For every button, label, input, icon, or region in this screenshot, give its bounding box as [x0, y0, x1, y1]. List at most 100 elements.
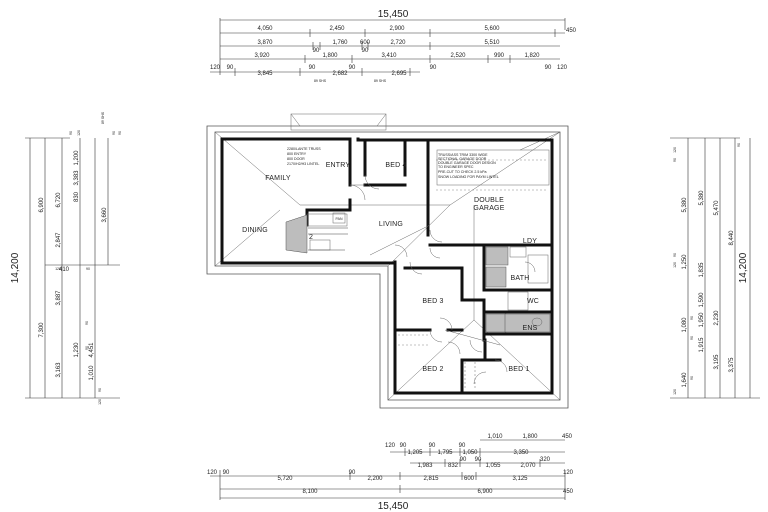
bottom-dim-row1-1: 1,010	[487, 434, 503, 440]
roof-outline	[206, 113, 569, 409]
left-dim-4: 1,200	[74, 150, 80, 166]
bottom-dim-row2-small-4: 90	[459, 443, 466, 449]
bottom-dim-row3-3: 1,055	[485, 463, 501, 469]
bottom-dim-row1-2: 1,800	[522, 434, 538, 440]
top-dim-row2-small-2: 90	[362, 48, 369, 54]
bottom-dim-row5-2: 6,900	[477, 489, 493, 495]
top-dim-row4-small-2: 90	[227, 65, 234, 71]
bottom-dim-row5-1: 8,100	[302, 489, 318, 495]
bottom-dim-row3-4: 2,070	[520, 463, 536, 469]
bottom-dim-row3-small-3: 320	[540, 457, 551, 463]
room-bed2: BED 2	[422, 366, 443, 373]
top-dim-row3-small-1: 90	[309, 65, 316, 71]
room-family: FAMILY	[265, 175, 291, 182]
top-dim-row3-4: 2,520	[450, 53, 466, 59]
top-dim-row3-2: 1,800	[322, 53, 338, 59]
garage-note-line2: SECTIONAL GARAGE DOOR	[438, 157, 487, 161]
right-dim-4: 8,440	[729, 230, 735, 246]
right-small-4: 90	[673, 253, 677, 257]
left-dim-6: 2,847	[56, 232, 62, 248]
internal-dimension-lines	[369, 224, 501, 346]
left-dim-2: 6,720	[56, 192, 62, 208]
top-dim-row2-4: 2,720	[390, 40, 406, 46]
right-dim-6: 1,835	[699, 262, 705, 278]
left-dim-7: 410	[59, 267, 70, 273]
right-small-2: 90	[673, 158, 677, 162]
bottom-dim-row4-small-3: 90	[349, 470, 356, 476]
family-note-line3: 800 DOOR	[287, 157, 305, 161]
room-double-garage-line1: DOUBLE	[474, 197, 504, 204]
room-bath: BATH	[511, 275, 530, 282]
bottom-dim-row1-3: 450	[562, 434, 573, 440]
room-wc: WC	[527, 298, 539, 305]
top-dim-4: 5,600	[484, 26, 500, 32]
garage-note-line4: TO ENGINEER SPEC	[438, 165, 474, 169]
wet-area-fixtures	[485, 246, 551, 333]
garage-note-line6: SNOW LOADING FOR PAYM LINTEL	[438, 175, 499, 179]
left-dim-3: 3,383	[74, 170, 80, 186]
bottom-dim-row2-1: 1,205	[407, 450, 423, 456]
right-dim-10: 1,080	[682, 317, 688, 333]
right-small-8: 120	[673, 389, 677, 395]
garage-note-line3: DOUBLE GARAGE DOOR DESIGN	[438, 161, 496, 165]
left-small-2: 90	[69, 131, 73, 135]
top-dim-3: 2,900	[389, 26, 405, 32]
top-dim-row4-3: 2,695	[391, 71, 407, 77]
left-dim-11: 1,230	[74, 342, 80, 358]
room-laundry: LDY	[523, 238, 537, 245]
right-small-3: 90	[737, 143, 741, 147]
bottom-dim-row2-small-1: 120	[385, 443, 396, 449]
right-dim-1: 5,380	[682, 197, 688, 213]
garage-note-line5: PRE-CUT TO CHECK 2.5 kPa	[438, 170, 487, 174]
room-entry: ENTRY	[326, 162, 351, 169]
right-small-9: 90	[690, 376, 694, 380]
left-overall-dimension: 14,200	[10, 252, 21, 283]
bottom-dim-row4-small-4: 120	[563, 470, 574, 476]
left-small-8: 90	[85, 321, 89, 325]
right-small-5: 90	[690, 316, 694, 320]
bottom-overall-dimension: 15,450	[378, 501, 409, 512]
family-note-line4: 2170/H2/H3 LINTEL	[287, 162, 319, 166]
bottom-dim-row4-4: 600	[464, 476, 475, 482]
bottom-dim-row3-2: 832	[448, 463, 459, 469]
bottom-dimensions: 1,010 1,800 450 120 90 90 90 1,205 1,795…	[207, 434, 574, 512]
family-note-line1: 2280/LANTE TRUSS	[287, 147, 321, 151]
room-dining: DINING	[242, 227, 268, 234]
left-small-5: 90	[118, 131, 122, 135]
bottom-dim-row4-1: 5,720	[277, 476, 293, 482]
top-dim-row4-1: 3,845	[257, 71, 273, 77]
left-small-3: 120	[77, 130, 81, 136]
bottom-dim-row2-small-2: 90	[400, 443, 407, 449]
right-dim-14: 1,640	[682, 372, 688, 388]
top-dim-5: 450	[566, 28, 577, 34]
left-dim-1: 6,900	[39, 197, 45, 213]
bottom-dim-row4-2: 2,200	[367, 476, 383, 482]
left-dim-5: 830	[74, 191, 80, 202]
right-dim-3: 5,470	[714, 200, 720, 216]
left-dim-9: 7,300	[39, 322, 45, 338]
top-dim-row3-small-2: 90	[349, 65, 356, 71]
kitchen-number: 2	[309, 234, 313, 241]
doors	[349, 149, 550, 385]
top-dimensions: 15,450 4,050 2,450 2,900 5,600 450 3,870…	[210, 9, 577, 83]
left-small-4: 90	[112, 131, 116, 135]
right-dimensions: 14,200 8,440 3,375 5,470 2,230 3,195 5,3…	[670, 137, 760, 399]
top-sub-label-2: 89 SHS	[374, 79, 387, 83]
right-dim-7: 1,590	[699, 292, 705, 308]
bottom-dim-row4-5: 3,125	[512, 476, 528, 482]
bottom-dim-row3-1: 1,983	[417, 463, 433, 469]
bottom-dim-row3-small-1: 90	[460, 457, 467, 463]
wardrobes	[398, 334, 476, 390]
top-dim-row3-1: 3,920	[254, 53, 270, 59]
family-note-line2: 800 ENTRY	[287, 152, 307, 156]
garage-note-line1: TRUSS/ASS TRIM 3300 WIDE	[438, 153, 488, 157]
top-dim-row3-6: 1,820	[524, 53, 540, 59]
left-dim-13: 4,451	[89, 342, 95, 358]
pantry-label: PAN	[336, 217, 343, 221]
top-dim-row4-small-1: 120	[210, 65, 221, 71]
bottom-dim-row3-small-2: 90	[475, 457, 482, 463]
room-ensuite: ENS	[523, 325, 538, 332]
right-overall-dimension: 14,200	[738, 252, 749, 283]
right-dim-12: 3,375	[729, 357, 735, 373]
